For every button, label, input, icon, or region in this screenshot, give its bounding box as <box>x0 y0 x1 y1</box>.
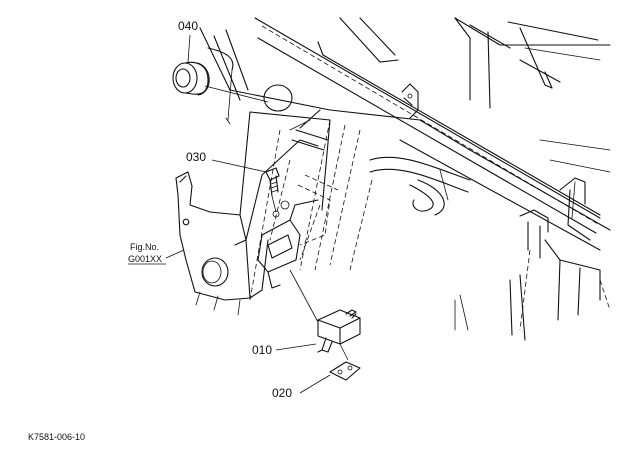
gusset-plate <box>175 171 269 316</box>
bent-pipe <box>369 156 471 216</box>
callout-leaders <box>165 34 331 394</box>
part-020-plate <box>329 361 361 381</box>
part-030-bolt <box>265 167 280 218</box>
part-040-plug-disc <box>263 84 293 112</box>
tube-bracket-tab <box>401 83 419 119</box>
callout-020: 020 <box>272 386 292 400</box>
drawing-id: K7581-006-10 <box>28 432 85 442</box>
side-panel-outline <box>207 47 234 125</box>
part-040-grommet <box>172 61 269 103</box>
main-frame-tube <box>254 17 611 251</box>
callout-010: 010 <box>252 343 272 357</box>
side-mounting-plate <box>199 27 331 216</box>
hidden-frame-lines <box>249 119 373 301</box>
part-010-switch <box>289 269 361 361</box>
fig-ref-line2: G001XX <box>128 254 162 264</box>
right-bracket <box>519 177 591 259</box>
upper-cross-frame <box>339 17 611 173</box>
lower-right-frame <box>454 239 611 341</box>
fig-ref-line1: Fig.No. <box>130 242 159 252</box>
callout-040: 040 <box>178 19 198 33</box>
callout-030: 030 <box>186 150 206 164</box>
switch-mount-bracket <box>257 174 339 289</box>
